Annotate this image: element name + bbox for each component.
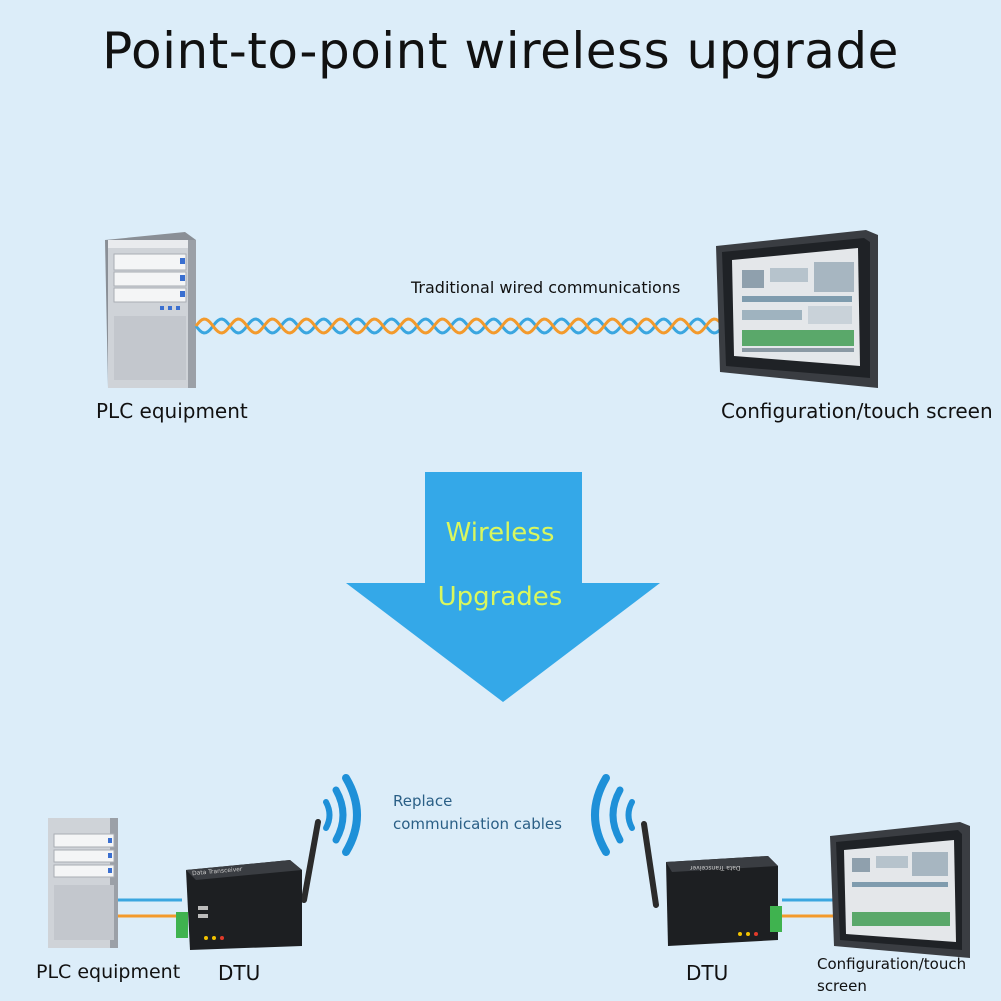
arrow-text-line2: Upgrades — [437, 582, 563, 612]
plc-label-top: PLC equipment — [96, 399, 248, 423]
dtu-label-left: DTU — [218, 961, 261, 985]
replace-cables-label: Replace communication cables — [393, 790, 562, 836]
signal-waves-right-icon — [591, 774, 635, 856]
screen-label-bottom: Configuration/touch screen — [817, 955, 967, 995]
plc-dtu-cable — [118, 898, 182, 918]
touch-screen-small-icon — [830, 822, 970, 958]
arrow-text-line1: Wireless — [445, 518, 555, 548]
dtu-right-face-text: Data Transceiver — [690, 864, 741, 871]
down-arrow — [346, 472, 660, 702]
wired-cable — [194, 317, 722, 335]
replace-label-line1: Replace — [393, 792, 453, 810]
dtu-left-icon — [176, 819, 321, 950]
page-title: Point-to-point wireless upgrade — [102, 22, 899, 80]
plc-label-bottom: PLC equipment — [36, 961, 181, 983]
touch-screen-icon — [716, 230, 878, 388]
plc-server-icon — [105, 232, 196, 388]
screen-label-top: Configuration/touch screen — [721, 399, 993, 423]
signal-waves-left-icon — [323, 774, 361, 856]
wired-link-label: Traditional wired communications — [411, 278, 681, 297]
plc-server-small-icon — [48, 818, 118, 948]
dtu-label-right: DTU — [686, 961, 729, 985]
dtu-right-icon — [641, 821, 782, 946]
dtu-screen-cable — [782, 898, 834, 918]
replace-label-line2: communication cables — [393, 815, 562, 833]
